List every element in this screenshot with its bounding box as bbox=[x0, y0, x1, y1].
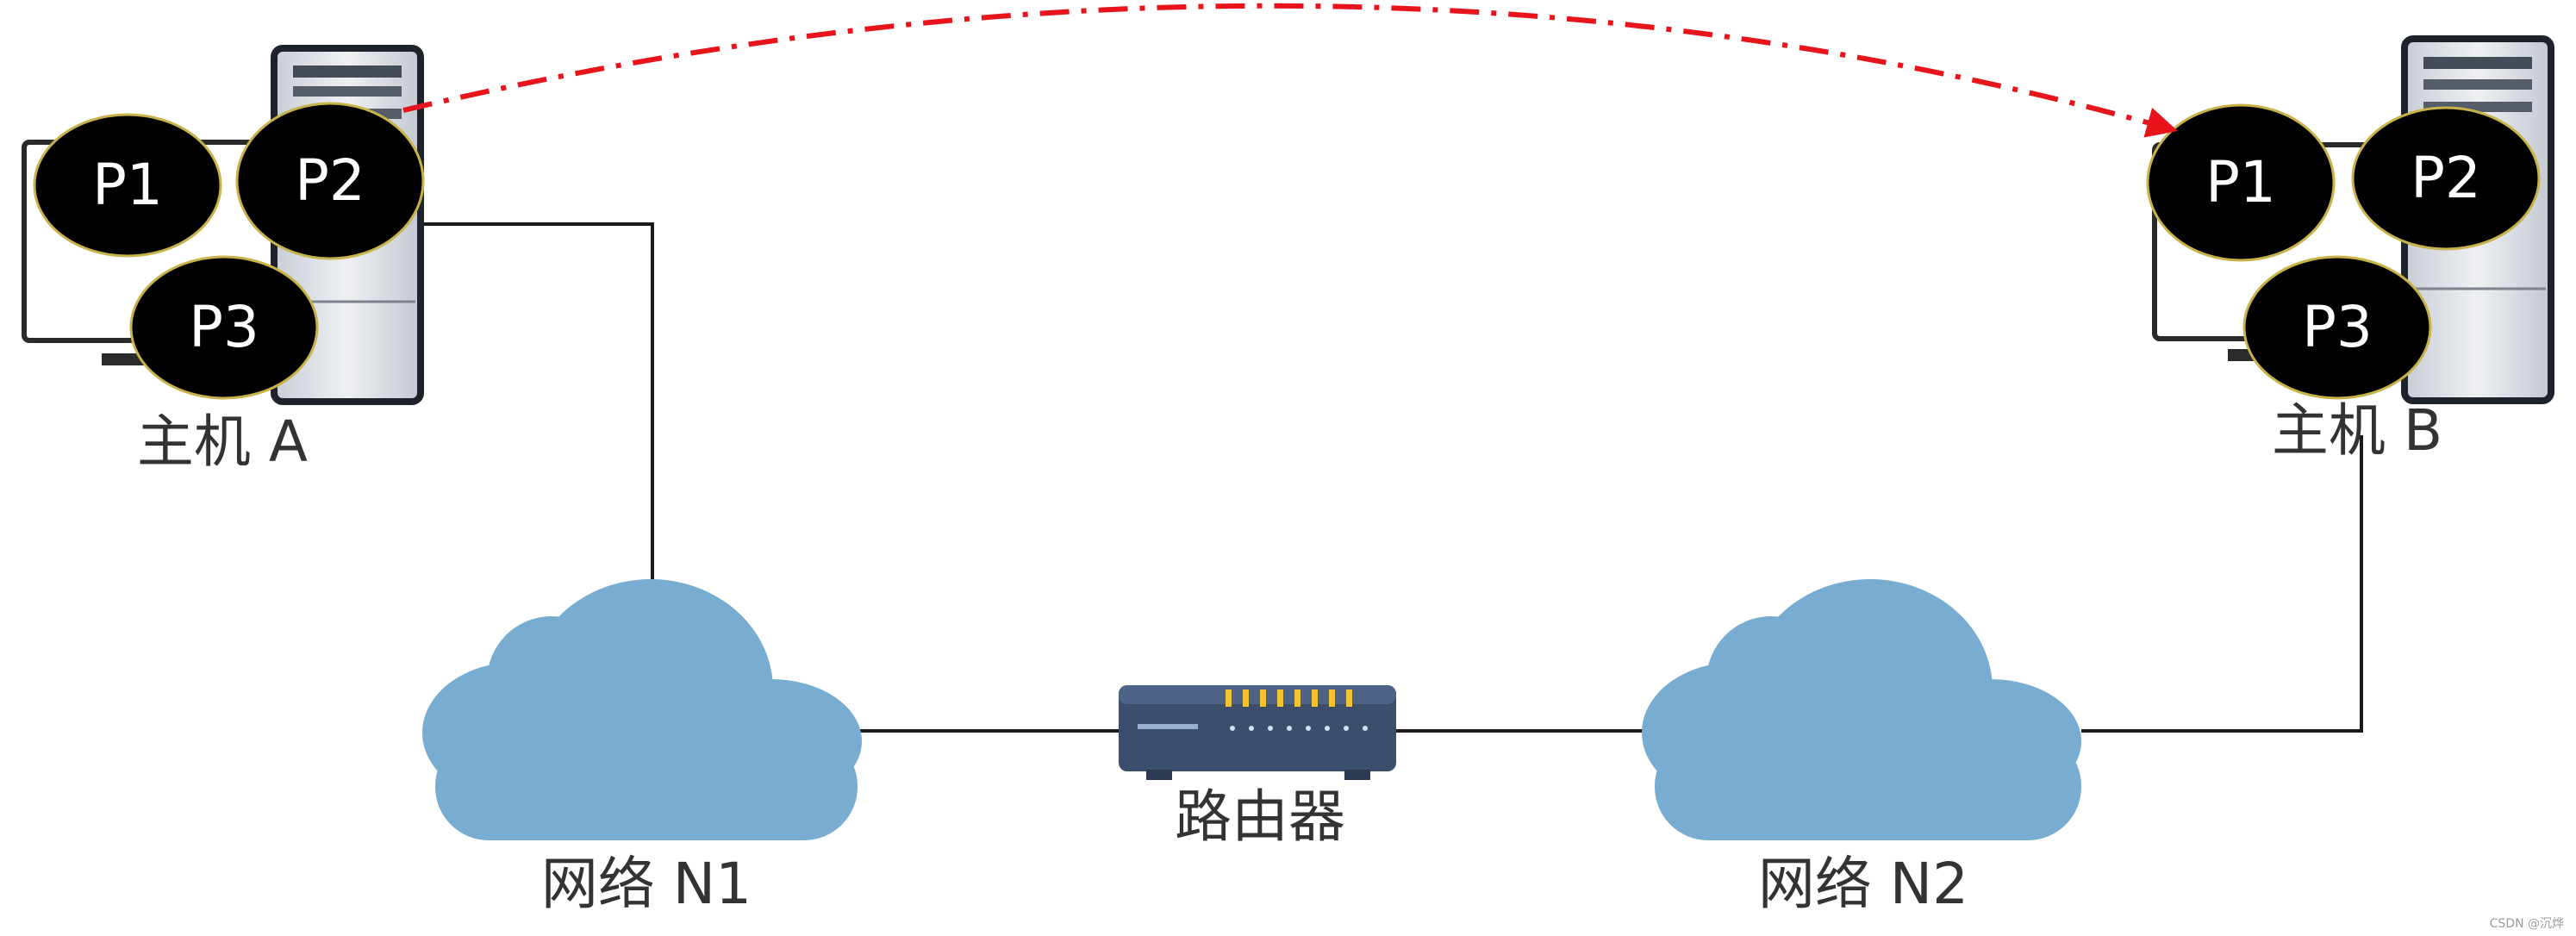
process-p2: P2 bbox=[235, 102, 425, 260]
host-b: P1 P2 P3 主机 B bbox=[2146, 35, 2554, 464]
link-n2-to-host-b bbox=[2081, 435, 2363, 733]
process-p3: P3 bbox=[129, 255, 319, 400]
process-label: P3 bbox=[2302, 294, 2373, 360]
network-n1-label: 网络 N1 bbox=[541, 851, 752, 917]
cloud-icon bbox=[422, 579, 862, 840]
network-n2-label: 网络 N2 bbox=[1758, 851, 1968, 917]
process-label: P1 bbox=[92, 152, 163, 218]
host-b-label: 主机 B bbox=[2272, 397, 2442, 464]
host-a: P1 P2 P3 主机 A bbox=[22, 45, 425, 475]
link-host-a-to-n1 bbox=[422, 222, 654, 625]
communication-arrow bbox=[402, 3, 2178, 138]
process-label: P1 bbox=[2205, 149, 2276, 215]
process-label: P2 bbox=[2411, 145, 2481, 211]
process-label: P3 bbox=[189, 294, 259, 360]
network-n1: 网络 N1 bbox=[422, 579, 862, 917]
process-p3: P3 bbox=[2242, 255, 2432, 400]
process-p2: P2 bbox=[2351, 106, 2541, 251]
process-label: P2 bbox=[295, 147, 365, 214]
router: 路由器 bbox=[1119, 685, 1396, 850]
cloud-icon bbox=[1642, 579, 2081, 840]
process-p1: P1 bbox=[33, 113, 222, 258]
network-links bbox=[422, 222, 2363, 733]
router-label: 路由器 bbox=[1175, 783, 1345, 850]
host-a-label: 主机 A bbox=[137, 409, 308, 475]
process-p1: P1 bbox=[2146, 103, 2336, 262]
watermark: CSDN @沉烨 bbox=[2490, 917, 2564, 931]
router-icon bbox=[1119, 685, 1396, 780]
network-n2: 网络 N2 bbox=[1642, 579, 2081, 917]
